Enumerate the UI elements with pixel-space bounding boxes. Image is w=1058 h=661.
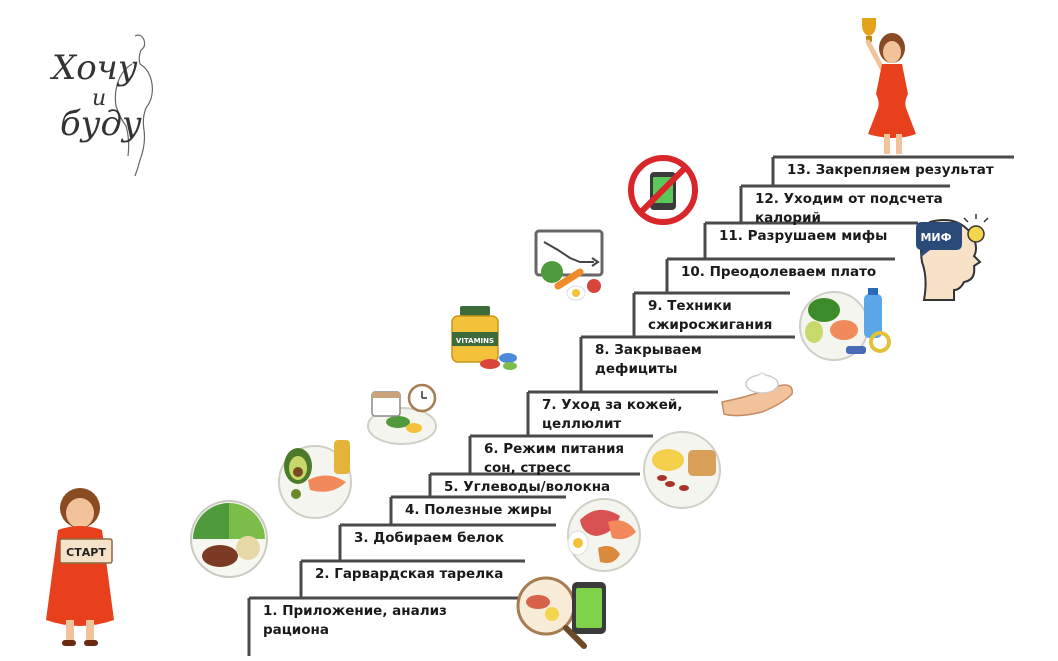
- step-label-line2: калорий: [755, 210, 822, 226]
- step-label-6: 6. Режим питания сон, стресс: [484, 440, 624, 478]
- healthy-fats-icon: [278, 440, 352, 519]
- no-calorie-counting-icon: [628, 155, 698, 225]
- step-label-11: 11. Разрушаем мифы: [719, 227, 887, 246]
- myth-head-icon: МИФ: [916, 214, 989, 301]
- harvard-plate-icon: [190, 500, 268, 578]
- step-label-line1: 7. Уход за кожей,: [542, 397, 683, 413]
- step-label-line1: 11. Разрушаем мифы: [719, 228, 888, 244]
- step-label-13: 13. Закрепляем результат: [787, 161, 994, 180]
- step-label-line2: сон, стресс: [484, 460, 572, 476]
- logo-word-2: и: [92, 86, 107, 111]
- step-label-1: 1. Приложение, анализ рациона: [263, 602, 447, 640]
- step-label-line1: 12. Уходим от подсчета: [755, 191, 943, 207]
- step-label-line2: рациона: [263, 622, 329, 638]
- protein-food-icon: [567, 498, 641, 572]
- step-label-12: 12. Уходим от подсчета калорий: [755, 190, 943, 228]
- step-label-9: 9. Техники сжиросжигания: [648, 297, 772, 335]
- step-label-line1: 9. Техники: [648, 298, 732, 314]
- fat-burning-icon: [799, 288, 891, 361]
- step-label-line2: сжиросжигания: [648, 317, 773, 333]
- step-label-3: 3. Добираем белок: [354, 529, 504, 548]
- step-label-line2: целлюлит: [542, 416, 622, 432]
- plateau-monitor-icon: [534, 229, 604, 301]
- myth-badge-text: МИФ: [920, 231, 951, 244]
- meal-schedule-icon: [367, 383, 437, 445]
- step-label-7: 7. Уход за кожей, целлюлит: [542, 396, 682, 434]
- trophy-icon: [862, 18, 876, 36]
- logo-word-1: Хочу: [52, 48, 138, 88]
- carbs-fiber-icon: [643, 431, 721, 509]
- step-label-2: 2. Гарвардская тарелка: [315, 565, 503, 584]
- vitamins-jar-icon: VITAMINS: [451, 306, 517, 370]
- step-label-line1: 13. Закрепляем результат: [787, 162, 994, 178]
- step-label-line1: 8. Закрываем: [595, 342, 702, 358]
- lightbulb-icon: [967, 225, 985, 243]
- start-woman-icon: СТАРТ: [46, 488, 114, 646]
- step-label-10: 10. Преодолеваем плато: [681, 263, 876, 282]
- step-label-line1: 1. Приложение, анализ: [263, 603, 447, 619]
- logo-silhouette-icon: [114, 34, 153, 177]
- step-label-line1: 4. Полезные жиры: [405, 502, 552, 518]
- brand-logo: Хочу и буду: [40, 28, 180, 178]
- step-label-line1: 3. Добираем белок: [354, 530, 504, 546]
- trophy-woman-icon: [862, 18, 916, 154]
- step-label-line1: 5. Углеводы/волокна: [444, 479, 611, 495]
- nutrition-app-icon: [516, 576, 606, 649]
- stairs-lines: [247, 155, 1014, 656]
- step-label-8: 8. Закрываем дефициты: [595, 341, 702, 379]
- step-label-4: 4. Полезные жиры: [405, 501, 552, 520]
- vitamins-label: VITAMINS: [456, 337, 494, 345]
- logo-word-3: буду: [60, 104, 142, 144]
- step-label-line1: 2. Гарвардская тарелка: [315, 566, 504, 582]
- step-label-5: 5. Углеводы/волокна: [444, 478, 610, 497]
- step-label-line1: 10. Преодолеваем плато: [681, 264, 877, 280]
- step-label-line1: 6. Режим питания: [484, 441, 625, 457]
- skin-care-hand-icon: [721, 372, 793, 417]
- start-sign-text: СТАРТ: [66, 546, 106, 559]
- step-label-line2: дефициты: [595, 361, 678, 377]
